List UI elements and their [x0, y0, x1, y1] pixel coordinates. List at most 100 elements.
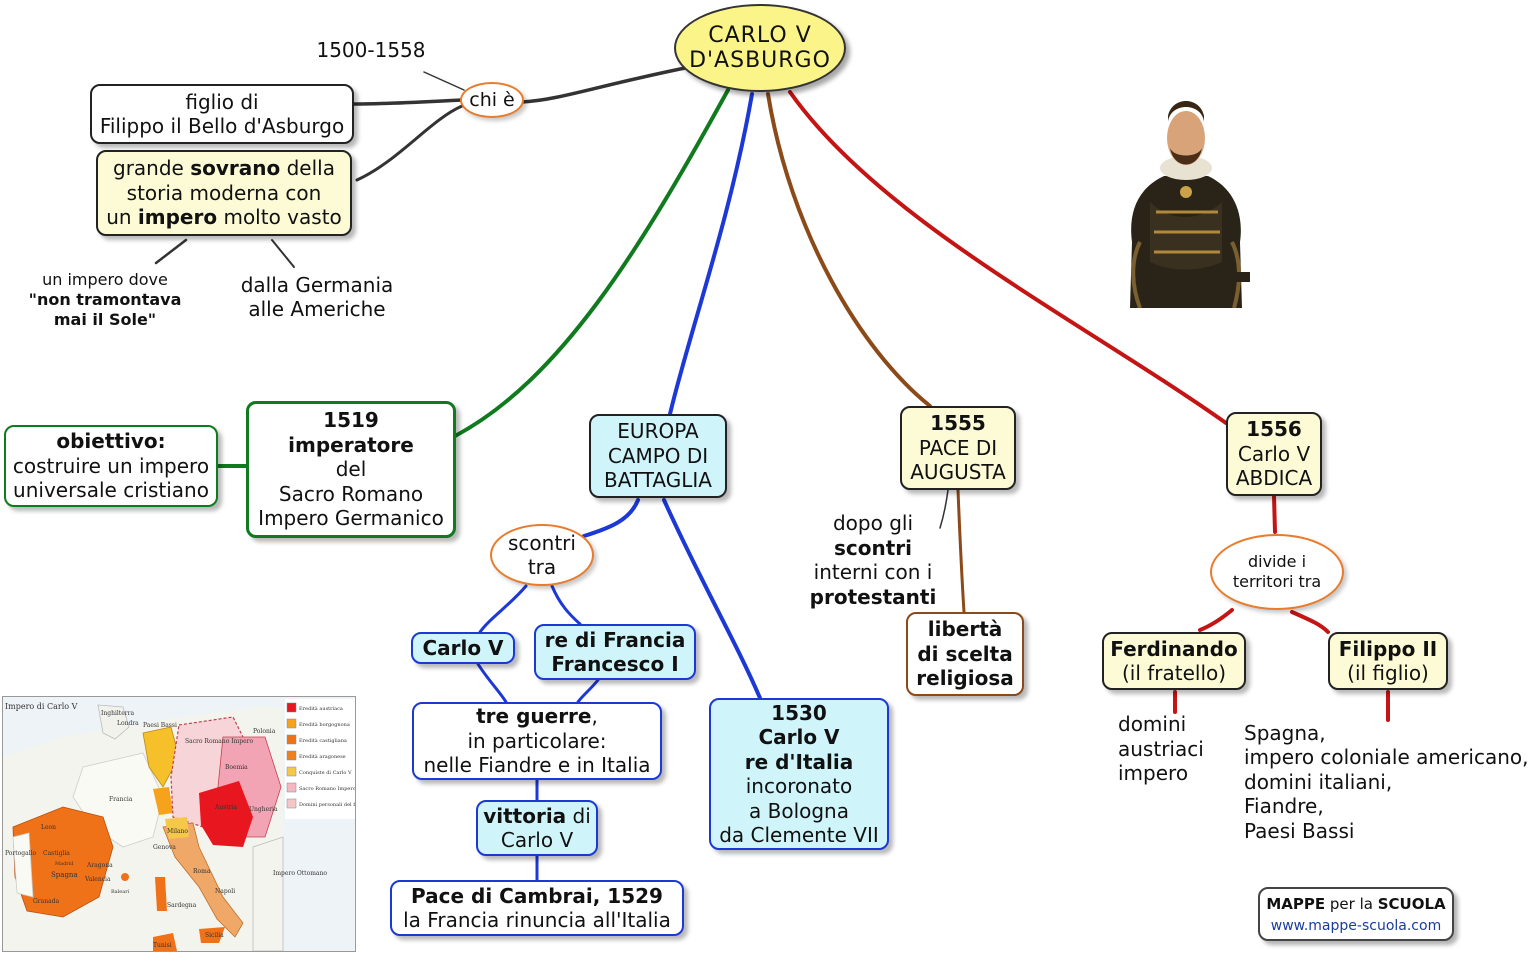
root-node-carlo-v[interactable]: CARLO V D'ASBURGO: [674, 4, 846, 92]
spagna-node[interactable]: Spagna, impero coloniale americano, domi…: [1244, 720, 1534, 844]
figlio-line-1: figlio di: [185, 89, 259, 114]
filippo-node[interactable]: Filippo II (il figlio): [1328, 632, 1448, 690]
domini-austriaci-node[interactable]: domini austriaci impero: [1118, 712, 1222, 786]
map-label-milano: Milano: [167, 828, 188, 835]
sovrano-l1-b: sovrano: [190, 156, 281, 181]
map-label-paesi-bassi: Paesi Bassi: [143, 722, 177, 729]
map-legend-swatch: [286, 750, 297, 761]
link-augusta-liberta: [956, 488, 966, 614]
map-legend-swatch: [286, 766, 297, 777]
italia-bold-3: re d'Italia: [744, 749, 854, 774]
tre-guerre-node[interactable]: tre guerre, in particolare: nelle Fiandr…: [412, 702, 662, 780]
map-legend-swatch: [286, 702, 297, 713]
link-scontri-carlo: [478, 584, 528, 634]
spagna-line-5: Paesi Bassi: [1244, 818, 1355, 843]
link-root-abdica: [788, 90, 1228, 425]
imperatore-node[interactable]: 1519 imperatore del Sacro Romano Impero …: [246, 401, 456, 538]
carlo-v-text: Carlo V: [422, 635, 504, 660]
map-label-castiglia: Castiglia: [43, 850, 70, 857]
abdica-node[interactable]: 1556 Carlo V ABDICA: [1226, 412, 1322, 496]
europa-node[interactable]: EUROPA CAMPO DI BATTAGLIA: [589, 414, 727, 498]
spagna-line-2: impero coloniale americano,: [1244, 745, 1529, 770]
domini-line-3: impero: [1118, 761, 1189, 786]
scontri-tra-node[interactable]: scontri tra: [490, 524, 594, 586]
map-label-sardegna: Sardegna: [167, 902, 197, 909]
impero-dove-line-2: "non tramontava: [28, 290, 182, 309]
filippo-line-2: (il figlio): [1347, 661, 1429, 685]
sovrano-node[interactable]: grande sovrano della storia moderna con …: [96, 150, 352, 236]
francia-node[interactable]: re di Francia Francesco I: [534, 624, 696, 680]
link-date-chi: [423, 71, 465, 91]
liberta-line-3: religiosa: [916, 666, 1014, 691]
brand-per-la: per la: [1325, 895, 1378, 913]
map-legend-swatch: [286, 782, 297, 793]
guerre-line-1: tre guerre,: [476, 704, 598, 729]
map-label-aragona: Aragona: [86, 862, 113, 869]
map-legend-swatch: [286, 798, 297, 809]
italia-bold-1: 1530: [771, 700, 827, 725]
divide-territori-node[interactable]: divide i territori tra: [1210, 534, 1344, 610]
imperatore-year: 1519: [323, 408, 379, 433]
ferdinando-node[interactable]: Ferdinando (il fratello): [1102, 632, 1246, 690]
link-chi-figlio: [352, 98, 464, 106]
obiettivo-label: obiettivo:: [56, 429, 166, 454]
brand-line-1: MAPPE per la SCUOLA: [1260, 893, 1452, 915]
map-label-inghilterra: Inghilterra: [101, 710, 134, 717]
guerre-bold: tre guerre: [476, 704, 592, 729]
map-label-polonia: Polonia: [253, 728, 276, 735]
mappe-scuola-brand-badge[interactable]: MAPPE per la SCUOLA www.mappe-scuola.com: [1258, 887, 1454, 941]
protestanti-line-3: interni con i: [813, 560, 933, 584]
map-legend-label: Conquiste di Carlo V: [299, 770, 352, 776]
re-italia-node[interactable]: 1530 Carlo V re d'Italia incoronato a Bo…: [709, 698, 889, 850]
guerre-rest: ,: [591, 704, 598, 729]
map-label-austria: Austria: [214, 804, 237, 811]
map-legend-label: Sacro Romano Impero: [299, 786, 356, 792]
italia-line-3: da Clemente VII: [719, 823, 879, 847]
pace-line-1: Pace di Cambrai, 1529: [411, 883, 663, 908]
filippo-name: Filippo II: [1338, 636, 1438, 661]
carlo-v-node[interactable]: Carlo V: [411, 632, 515, 664]
link-chi-sovrano: [355, 104, 464, 182]
abdica-year: 1556: [1246, 417, 1302, 442]
impero-dove-line-1: un impero dove: [42, 270, 168, 289]
sovrano-l1-a: grande: [113, 156, 191, 181]
pace-augusta-node[interactable]: 1555 PACE DI AUGUSTA: [900, 406, 1016, 490]
map-label-ottomano: Impero Ottomano: [273, 870, 327, 877]
germania-node[interactable]: dalla Germania alle Americhe: [232, 270, 402, 324]
figlio-node[interactable]: figlio di Filippo il Bello d'Asburgo: [90, 84, 354, 144]
germania-line-1: dalla Germania: [240, 272, 394, 297]
europa-line-3: BATTAGLIA: [604, 468, 712, 493]
map-legend-label: Eredità austriaca: [299, 705, 343, 712]
sovrano-l1-c: della: [280, 156, 335, 181]
domini-line-1: domini: [1118, 712, 1187, 737]
protestanti-line-2: scontri: [833, 535, 913, 560]
scontri-protestanti-node[interactable]: dopo gli scontri interni con i protestan…: [796, 510, 950, 610]
brand-url[interactable]: www.mappe-scuola.com: [1270, 918, 1442, 934]
liberta-religiosa-node[interactable]: libertà di scelta religiosa: [906, 612, 1024, 696]
vittoria-node[interactable]: vittoria di Carlo V: [476, 800, 598, 856]
italia-line-1: incoronato: [745, 774, 853, 798]
link-abdica-divide: [1272, 494, 1277, 534]
map-label-sicilia: Sicilia: [205, 932, 224, 939]
obiettivo-line-2: universale cristiano: [13, 478, 209, 503]
sovrano-l2-a: storia moderna con: [126, 180, 322, 205]
map-label-roma: Roma: [193, 868, 211, 875]
map-label-portogallo: Portogallo: [5, 850, 37, 857]
obiettivo-node[interactable]: obiettivo: costruire un impero universal…: [4, 425, 218, 507]
map-label-leon: Leon: [41, 824, 56, 831]
abdica-line-1: Carlo V: [1237, 441, 1311, 466]
pace-cambrai-node[interactable]: Pace di Cambrai, 1529 la Francia rinunci…: [390, 880, 684, 936]
imperatore-line-2: Sacro Romano: [278, 481, 424, 506]
impero-dove-node[interactable]: un impero dove "non tramontava mai il So…: [14, 268, 196, 332]
map-label-ungheria: Ungheria: [249, 806, 278, 813]
chi-e-node[interactable]: chi è: [460, 82, 524, 118]
figlio-line-2: Filippo il Bello d'Asburgo: [99, 114, 345, 138]
link-europa-scontri: [582, 498, 640, 538]
scontri-line-1: scontri: [508, 530, 576, 555]
obiettivo-line-1: costruire un impero: [12, 453, 210, 478]
map-legend-label: Eredità castigliana: [299, 737, 347, 744]
imperatore-line-1: del: [335, 457, 367, 482]
francia-line-2: Francesco I: [551, 652, 679, 676]
link-root-imperatore: [453, 88, 730, 438]
imperatore-line-3: Impero Germanico: [258, 506, 444, 531]
